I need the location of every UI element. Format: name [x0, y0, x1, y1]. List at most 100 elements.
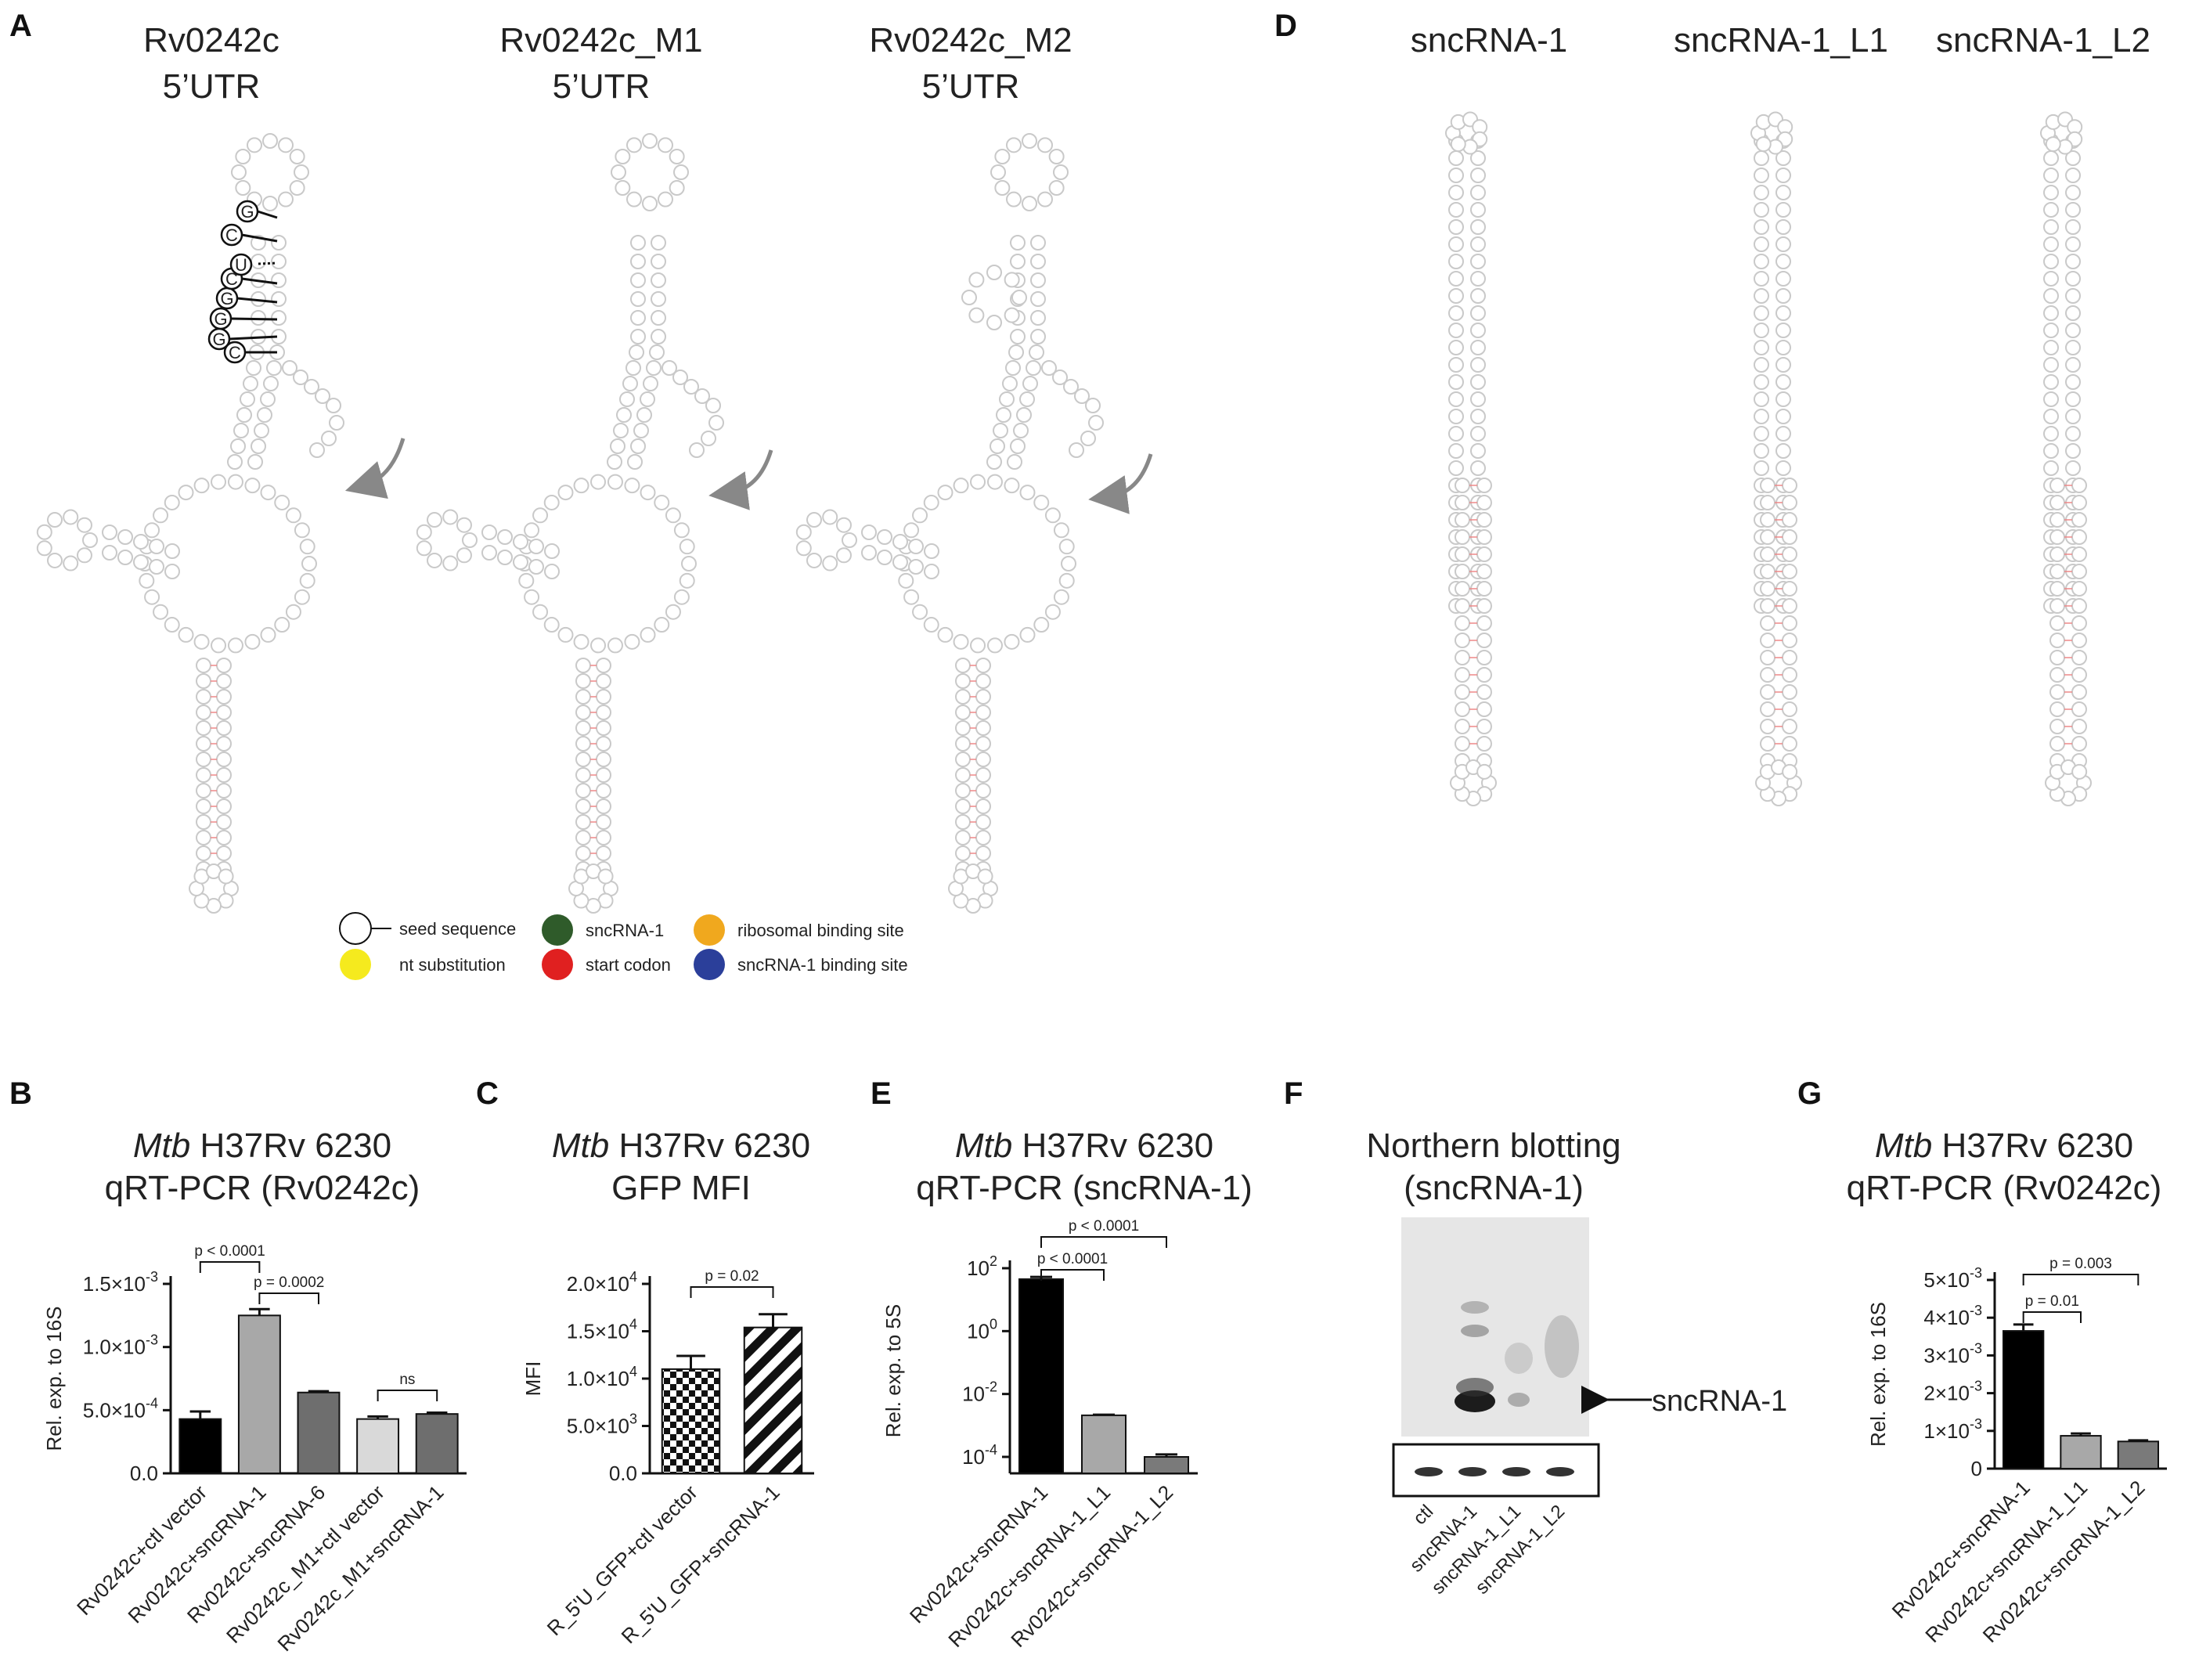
nucleotide — [1775, 236, 1791, 252]
bar — [661, 1368, 721, 1475]
nucleotide — [689, 442, 705, 458]
nucleotide — [218, 868, 234, 885]
y-tick-label: 3×10-3 — [1923, 1340, 1982, 1367]
blot-bands — [1455, 1301, 1579, 1412]
nucleotide — [1775, 391, 1791, 407]
nucleotide — [1030, 272, 1046, 288]
legend-swatch-start — [542, 949, 573, 980]
nucleotide — [662, 360, 677, 376]
nucleotide — [955, 830, 971, 845]
nucleotide — [665, 507, 681, 524]
nucleotide — [532, 604, 549, 620]
legend-swatch-rbs — [694, 914, 725, 946]
y-tick-label: 2.0×104 — [567, 1269, 637, 1296]
nucleotide — [1006, 191, 1022, 207]
legend-label-sncrna: sncRNA-1 — [586, 921, 664, 940]
nucleotide — [2043, 323, 2059, 338]
nucleotide — [1476, 701, 1492, 717]
nucleotide — [999, 391, 1015, 407]
nucleotide — [575, 799, 591, 814]
nucleotide — [1775, 254, 1791, 269]
y-tick-label: 5.0×103 — [567, 1411, 637, 1438]
nucleotide — [271, 291, 287, 307]
nucleotide — [1760, 650, 1775, 665]
nucleotide — [216, 736, 232, 752]
nucleotide — [937, 485, 954, 501]
nucleotide — [139, 572, 155, 589]
nucleotide — [596, 783, 611, 799]
nucleotide — [2043, 426, 2059, 442]
nucleotide — [679, 572, 695, 589]
nucleotide — [1775, 168, 1791, 183]
nucleotide — [294, 164, 309, 180]
nucleotide — [975, 673, 991, 689]
nucleotide — [795, 524, 812, 540]
nucleotide — [924, 564, 939, 579]
nucleotide — [236, 407, 252, 423]
nucleotide — [1782, 667, 1797, 683]
nucleotide — [2049, 701, 2065, 717]
nucleotide — [842, 532, 857, 548]
nucleotide — [1775, 426, 1791, 442]
nucleotide — [596, 814, 611, 830]
nucleotide — [1775, 460, 1791, 476]
nucleotide — [1782, 564, 1797, 579]
chart-title-g-line2: qRT-PCR (Rv0242c) — [1847, 1169, 2162, 1207]
nucleotide — [1030, 254, 1046, 269]
legend: seed sequence nt substitution sncRNA-1 s… — [339, 912, 908, 980]
legend-swatch-binding — [694, 949, 725, 980]
panel-letter-f: F — [1284, 1076, 1303, 1111]
nucleotide — [630, 235, 646, 251]
nucleotide — [216, 705, 232, 720]
panel-letter-c: C — [476, 1076, 499, 1111]
nucleotide — [1754, 219, 1769, 235]
nucleotide — [196, 799, 211, 814]
curved-arrow-icon — [708, 449, 773, 510]
significance-bracket — [1040, 1236, 1167, 1248]
nucleotide — [1775, 409, 1791, 424]
nucleotide — [596, 673, 611, 689]
nucleotide — [630, 310, 646, 326]
bar — [1144, 1455, 1189, 1475]
nucleotide — [1754, 443, 1769, 459]
nucleotide — [2043, 202, 2059, 218]
rna-structure-rv0242c-m2 — [795, 133, 1104, 914]
nucleotide — [651, 291, 666, 307]
chart-title-b-line1: Mtb H37Rv 6230 — [133, 1127, 391, 1165]
nucleotide — [1476, 529, 1492, 545]
nucleotide — [2049, 650, 2065, 665]
nucleotide — [1069, 442, 1084, 458]
nucleotide — [481, 545, 497, 561]
nucleotide — [36, 524, 52, 540]
nucleotide — [2065, 357, 2081, 373]
nucleotide — [1754, 150, 1769, 166]
nucleotide — [193, 478, 210, 494]
nucleotide — [1048, 180, 1065, 196]
nucleotide — [953, 633, 969, 650]
nucleotide — [244, 478, 261, 494]
nucleotide — [1775, 271, 1791, 287]
chart-title-c-line2: GFP MFI — [611, 1169, 751, 1207]
nucleotide — [640, 626, 656, 643]
nucleotide — [216, 689, 232, 705]
nucleotide — [573, 478, 589, 494]
nucleotide — [2043, 340, 2059, 355]
panel-letter-d: D — [1274, 9, 1297, 43]
rna-structure-sncrna-1 — [1445, 111, 1497, 806]
nucleotide — [427, 512, 442, 528]
nucleotide — [1476, 478, 1492, 493]
nucleotide — [596, 658, 611, 673]
struct-subtitle-rv0242c-m2: 5’UTR — [922, 67, 1020, 106]
nucleotide — [1782, 546, 1797, 562]
nucleotide — [1455, 736, 1470, 752]
nucleotide — [575, 783, 591, 799]
nucleotide — [36, 540, 52, 557]
nucleotide — [196, 720, 211, 736]
seed-letter: C — [225, 225, 238, 245]
p-value-label: p = 0.02 — [705, 1268, 759, 1285]
nucleotide — [630, 438, 646, 454]
nucleotide — [2049, 615, 2065, 631]
y-tick-label: 4×10-3 — [1923, 1303, 1982, 1329]
nucleotide — [518, 572, 535, 589]
nucleotide — [1476, 633, 1492, 648]
